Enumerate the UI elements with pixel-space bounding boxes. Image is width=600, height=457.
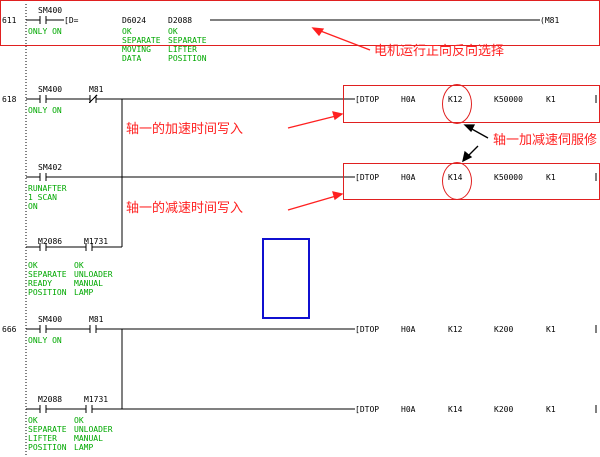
contact-sm402-comment-2: 1 SCAN: [28, 193, 57, 202]
contact-m1731-618-device[interactable]: M1731: [84, 237, 109, 246]
d6024-comment-4: DATA: [122, 54, 142, 63]
contact-m1731-666-device[interactable]: M1731: [84, 395, 109, 404]
contact-m2088-comment-1: OK: [28, 416, 38, 425]
instr-accel-arg1[interactable]: H0A: [401, 95, 416, 104]
instr-accel-arg4[interactable]: K1: [546, 95, 556, 104]
contact-m2088-comment-4: POSITION: [28, 443, 67, 452]
k14-highlight-ellipse: [442, 162, 472, 200]
d2088-comment-4: POSITION: [168, 54, 207, 63]
instr-666a-arg3[interactable]: K200: [494, 325, 514, 334]
rung-611-highlight-frame: [0, 0, 600, 46]
contact-m1731-666-comment-2: UNLOADER: [74, 425, 113, 434]
instr-decel-arg4[interactable]: K1: [546, 173, 556, 182]
contact-m1731-618-comment-1: OK: [74, 261, 84, 270]
d2088-comment-2: SEPARATE: [168, 36, 207, 45]
contact-m1731-618-comment-3: MANUAL: [74, 279, 103, 288]
contact-sm400-666-comment: ONLY ON: [28, 336, 62, 345]
contact-m81-666-device[interactable]: M81: [89, 315, 104, 324]
k12-highlight-ellipse: [442, 84, 472, 124]
instr-666b-arg3[interactable]: K200: [494, 405, 514, 414]
d2088-comment-3: LIFTER: [168, 45, 197, 54]
annotation-servo-accel-decel: 轴一加减速伺服修: [493, 133, 598, 148]
contact-sm400-618-device[interactable]: SM400: [38, 85, 63, 94]
contact-sm400-618-comment: ONLY ON: [28, 106, 62, 115]
contact-sm400-666-device[interactable]: SM400: [38, 315, 63, 324]
contact-m2086-comment-4: POSITION: [28, 288, 67, 297]
contact-m2088-comment-2: SEPARATE: [28, 425, 67, 434]
d2088-comment-1: OK: [168, 27, 178, 36]
step-number-618: 618: [2, 95, 17, 104]
d6024-comment-1: OK: [122, 27, 132, 36]
contact-m2086-comment-1: OK: [28, 261, 38, 270]
contact-m2086-comment-3: READY: [28, 279, 53, 288]
instr-decel-op[interactable]: [DTOP: [355, 173, 380, 182]
d6024-comment-2: SEPARATE: [122, 36, 161, 45]
contact-m2088-device[interactable]: M2088: [38, 395, 63, 404]
step-number-611: 611: [2, 16, 17, 25]
instr-accel-arg2[interactable]: K12: [448, 95, 463, 104]
blue-selection-box[interactable]: [262, 238, 310, 319]
contact-m1731-618-comment-4: LAMP: [74, 288, 94, 297]
contact-m2088-comment-3: LIFTER: [28, 434, 57, 443]
annotation-accel-time: 轴一的加速时间写入: [126, 122, 244, 137]
instr-666a-arg1[interactable]: H0A: [401, 325, 416, 334]
instr-accel-arg3[interactable]: K50000: [494, 95, 523, 104]
instr-accel-op[interactable]: [DTOP: [355, 95, 380, 104]
annotation-decel-time: 轴一的减速时间写入: [126, 201, 244, 216]
compare-operator[interactable]: [D=: [64, 16, 79, 25]
contact-m1731-666-comment-4: LAMP: [74, 443, 94, 452]
contact-sm402-comment-1: RUNAFTER: [28, 184, 67, 193]
compare-operand-d2088[interactable]: D2088: [168, 16, 193, 25]
annotation-motor-direction: 电机运行正向反向选择: [374, 44, 505, 59]
contact-m1731-618-comment-2: UNLOADER: [74, 270, 113, 279]
instr-decel-arg2[interactable]: K14: [448, 173, 463, 182]
coil-m81-label: M81: [544, 16, 560, 25]
contact-sm402-comment-3: ON: [28, 202, 38, 211]
instr-decel-arg1[interactable]: H0A: [401, 173, 416, 182]
contact-sm400-device[interactable]: SM400: [38, 6, 63, 15]
contact-sm402-device[interactable]: SM402: [38, 163, 63, 172]
contact-m2086-device[interactable]: M2086: [38, 237, 63, 246]
coil-m81[interactable]: (M81: [540, 16, 560, 25]
instr-666b-arg2[interactable]: K14: [448, 405, 463, 414]
instr-666a-arg4[interactable]: K1: [546, 325, 556, 334]
instr-666a-arg2[interactable]: K12: [448, 325, 463, 334]
contact-m1731-666-comment-1: OK: [74, 416, 84, 425]
contact-m1731-666-comment-3: MANUAL: [74, 434, 103, 443]
instr-666b-op[interactable]: [DTOP: [355, 405, 380, 414]
contact-m2086-comment-2: SEPARATE: [28, 270, 67, 279]
d6024-comment-3: MOVING: [122, 45, 151, 54]
instr-666a-op[interactable]: [DTOP: [355, 325, 380, 334]
instr-666b-arg1[interactable]: H0A: [401, 405, 416, 414]
instr-decel-arg3[interactable]: K50000: [494, 173, 523, 182]
step-number-666: 666: [2, 325, 17, 334]
contact-sm400-comment: ONLY ON: [28, 27, 62, 36]
contact-m81-618-device[interactable]: M81: [89, 85, 104, 94]
instr-666b-arg4[interactable]: K1: [546, 405, 556, 414]
compare-operand-d6024[interactable]: D6024: [122, 16, 147, 25]
